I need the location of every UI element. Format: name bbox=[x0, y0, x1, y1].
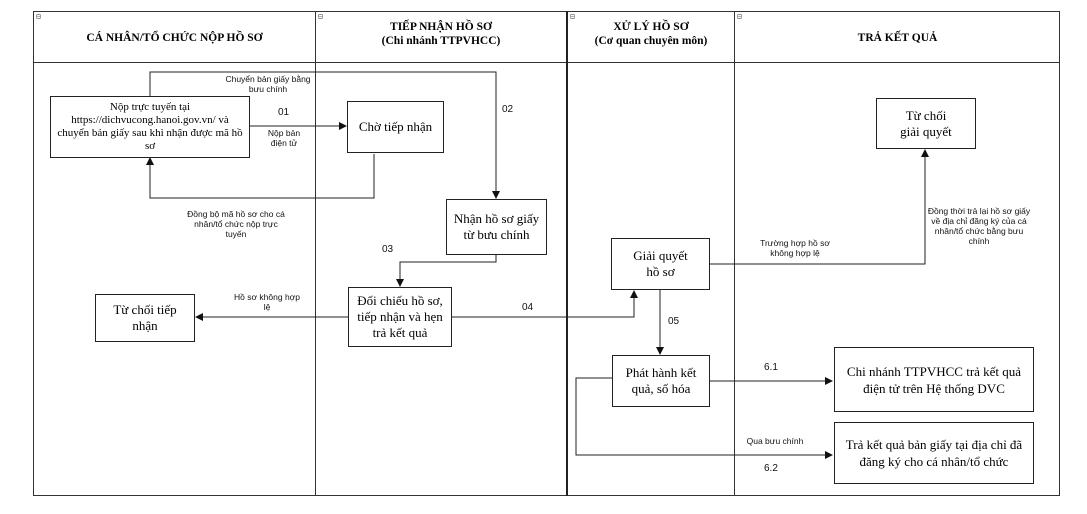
label-sync-code: Đồng bộ mã hồ sơ cho cá nhân/tổ chức nộp… bbox=[187, 209, 285, 239]
lane-title-result: TRẢ KẾT QUẢ bbox=[857, 32, 938, 44]
box-return-electronic[interactable]: Chi nhánh TTPVHCC trả kết quả điện tử tr… bbox=[834, 347, 1034, 412]
label-electronic-submit: Nộp bản điện tử bbox=[267, 128, 301, 148]
arrow-sync-code bbox=[146, 154, 375, 199]
box-label: Trả kết quả bản giấy tại địa chỉ đã đăng… bbox=[845, 437, 1023, 469]
lane-collapse-icon[interactable]: ⊟ bbox=[737, 12, 742, 21]
box-wait-receive[interactable]: Chờ tiếp nhận bbox=[347, 101, 444, 153]
lane-title-text: TIẾP NHẬN HỒ SƠ bbox=[390, 21, 492, 33]
arrow-04 bbox=[452, 290, 638, 318]
lane-subtitle-text: (Chi nhánh TTPVHCC) bbox=[381, 35, 501, 47]
lane-title-processing: XỬ LÝ HỒ SƠ (Cơ quan chuyên môn) bbox=[568, 20, 734, 48]
label-invalid-case: Trường hợp hồ sơ không hợp lệ bbox=[760, 238, 830, 258]
lane-divider-1 bbox=[315, 11, 316, 496]
arrow-03 bbox=[396, 254, 497, 287]
step-number: 04 bbox=[522, 302, 534, 313]
box-label: Đối chiếu hồ sơ, tiếp nhận và hẹn trả kế… bbox=[357, 293, 443, 340]
label-paper-via-post: Chuyển bản giấy bằng bưu chính bbox=[225, 74, 311, 94]
lane-divider-2 bbox=[566, 11, 568, 496]
arrow-invalid-case bbox=[710, 149, 929, 265]
box-label: Chờ tiếp nhận bbox=[358, 119, 433, 134]
box-reject-resolve[interactable]: Từ chối giải quyết bbox=[876, 98, 976, 149]
step-number: 6.2 bbox=[764, 463, 778, 474]
box-return-paper[interactable]: Trả kết quả bản giấy tại địa chỉ đã đăng… bbox=[834, 422, 1034, 484]
box-submit-online[interactable]: Nộp trực tuyến tại https://dichvucong.ha… bbox=[50, 96, 250, 158]
box-label: Phát hành kết quả, số hóa bbox=[625, 365, 697, 396]
header-rule bbox=[33, 62, 1060, 63]
box-label: Nhận hồ sơ giấy từ bưu chính bbox=[453, 211, 540, 242]
lane-collapse-icon[interactable]: ⊟ bbox=[318, 12, 323, 21]
box-receive-paper[interactable]: Nhận hồ sơ giấy từ bưu chính bbox=[446, 199, 547, 255]
box-label: Từ chối tiếp nhận bbox=[113, 302, 177, 333]
step-number: 01 bbox=[278, 107, 290, 118]
box-resolve[interactable]: Giải quyết hồ sơ bbox=[611, 238, 710, 290]
lane-collapse-icon[interactable]: ⊟ bbox=[570, 12, 575, 21]
lane-title-reception: TIẾP NHẬN HỒ SƠ (Chi nhánh TTPVHCC) bbox=[316, 20, 566, 48]
box-verify[interactable]: Đối chiếu hồ sơ, tiếp nhận và hẹn trả kế… bbox=[348, 287, 452, 347]
box-label: Nộp trực tuyến tại https://dichvucong.ha… bbox=[57, 101, 243, 152]
label-via-post: Qua bưu chính bbox=[746, 436, 804, 446]
box-publish[interactable]: Phát hành kết quả, số hóa bbox=[612, 355, 710, 407]
lane-title-text: XỬ LÝ HỒ SƠ bbox=[613, 21, 689, 33]
arrow-62 bbox=[575, 377, 833, 459]
label-invalid-file: Hồ sơ không hợp lệ bbox=[234, 292, 300, 312]
step-number: 03 bbox=[382, 244, 394, 255]
step-number: 02 bbox=[502, 104, 514, 115]
label-return-paper-note: Đồng thời trả lại hồ sơ giấy về địa chỉ … bbox=[927, 206, 1031, 246]
diagram-frame bbox=[33, 11, 1060, 496]
box-label: Giải quyết hồ sơ bbox=[633, 248, 688, 279]
box-reject-receive[interactable]: Từ chối tiếp nhận bbox=[95, 294, 195, 342]
lane-subtitle-text: (Cơ quan chuyên môn) bbox=[594, 35, 708, 47]
lane-title-applicant: CÁ NHÂN/TỔ CHỨC NỘP HỒ SƠ bbox=[86, 32, 263, 44]
step-number: 05 bbox=[668, 316, 680, 327]
step-number: 6.1 bbox=[764, 362, 778, 373]
lane-collapse-icon[interactable]: ⊟ bbox=[36, 12, 41, 21]
box-label: Từ chối giải quyết bbox=[900, 107, 952, 139]
box-label: Chi nhánh TTPVHCC trả kết quả điện tử tr… bbox=[846, 363, 1022, 396]
lane-divider-3 bbox=[734, 11, 735, 496]
arrow-02 bbox=[149, 71, 500, 199]
